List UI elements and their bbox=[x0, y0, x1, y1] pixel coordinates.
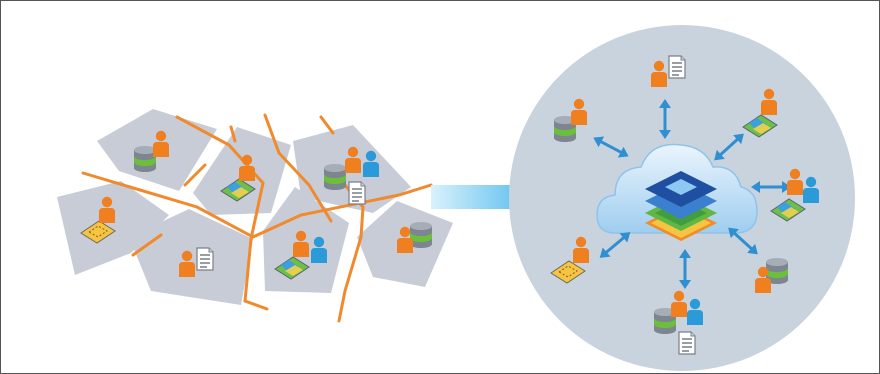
document-icon bbox=[668, 55, 686, 79]
layer-stack-icon bbox=[645, 171, 717, 241]
database-icon bbox=[324, 164, 346, 190]
cloud-hub bbox=[596, 143, 758, 241]
document-icon bbox=[196, 247, 214, 271]
tile-separators bbox=[81, 113, 433, 323]
database-icon bbox=[134, 146, 156, 172]
document-icon bbox=[348, 181, 366, 205]
database-icon bbox=[410, 222, 432, 248]
connected-hub-cluster bbox=[509, 25, 855, 371]
tile-dotted-map-person bbox=[57, 181, 169, 275]
document-icon bbox=[678, 331, 696, 355]
fragmented-tiles-cluster bbox=[57, 109, 453, 323]
